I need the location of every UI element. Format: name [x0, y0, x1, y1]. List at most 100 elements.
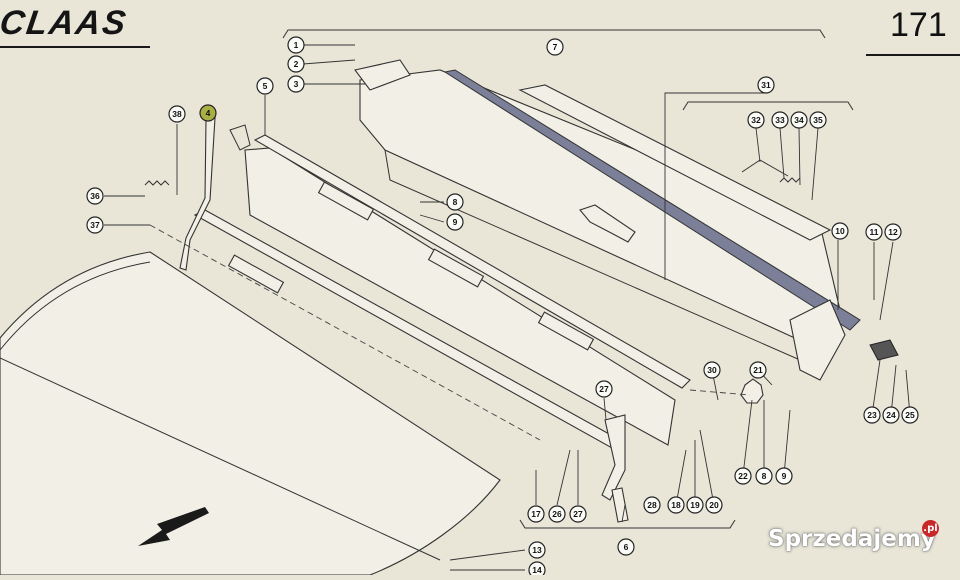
spring-33	[779, 177, 801, 183]
callout-label: 1	[294, 40, 299, 50]
callout-circle	[256, 77, 274, 95]
callout-circle	[528, 541, 546, 559]
callout-circle	[749, 361, 767, 379]
callout-circle	[667, 496, 685, 514]
callout-28: 28	[643, 496, 661, 514]
lever-27	[601, 414, 626, 501]
roller-3	[537, 311, 595, 351]
callout-label: 38	[172, 109, 182, 119]
callout-label: 33	[775, 115, 785, 125]
callout-25: 25	[901, 406, 919, 424]
callout-label: 5	[263, 81, 268, 91]
sprocket-22	[740, 378, 764, 404]
callout-18: 18	[667, 496, 685, 514]
pull-rod-4	[179, 117, 216, 271]
callout-35: 35	[809, 111, 827, 129]
callout-8: 8	[755, 467, 773, 485]
callout-label: 8	[453, 197, 458, 207]
callout-circle	[884, 223, 902, 241]
callout-label: 7	[553, 42, 558, 52]
callout-circle	[86, 216, 104, 234]
callout-label: 6	[624, 542, 629, 552]
axis-line-1	[149, 224, 541, 441]
callout-circle	[287, 75, 305, 93]
callout-label: 19	[690, 500, 700, 510]
callout-circle	[287, 36, 305, 54]
callout-9: 9	[446, 213, 464, 231]
callout-label: 10	[835, 226, 845, 236]
callout-circle	[287, 55, 305, 73]
callout-label: 2	[294, 59, 299, 69]
callout-label: 28	[647, 500, 657, 510]
callout-1: 1	[287, 36, 305, 54]
callout-11: 11	[865, 223, 883, 241]
callout-3: 3	[287, 75, 305, 93]
callout-label: 36	[90, 191, 100, 201]
callout-23: 23	[863, 406, 881, 424]
callout-2: 2	[287, 55, 305, 73]
callout-circle	[747, 111, 765, 129]
callout-circle	[199, 104, 217, 122]
callout-circle	[882, 406, 900, 424]
callout-label: 34	[794, 115, 804, 125]
callout-label: 14	[532, 565, 542, 575]
group-bracket-31	[682, 101, 854, 111]
bent-rod-32	[741, 159, 789, 177]
group-bracket-7	[282, 29, 826, 39]
callout-19: 19	[686, 496, 704, 514]
callout-label: 4	[206, 108, 211, 118]
spring-36	[144, 180, 170, 186]
callout-circle	[863, 406, 881, 424]
callout-5: 5	[256, 77, 274, 95]
callout-circle	[446, 213, 464, 231]
callout-12: 12	[884, 223, 902, 241]
callout-32: 32	[747, 111, 765, 129]
roller-4	[227, 254, 285, 294]
callout-label: 23	[867, 410, 877, 420]
clip-23	[869, 339, 899, 361]
watermark-badge: .pl	[922, 520, 939, 537]
callout-label: 24	[886, 410, 896, 420]
callout-27: 27	[569, 505, 587, 523]
callout-circle	[809, 111, 827, 129]
callout-label: 9	[453, 217, 458, 227]
callout-17: 17	[527, 505, 545, 523]
group-bracket-6	[519, 519, 736, 529]
callout-label: 8	[762, 471, 767, 481]
callout-circle	[831, 222, 849, 240]
shaft-upper	[253, 134, 691, 389]
callout-21: 21	[749, 361, 767, 379]
callout-circle	[703, 361, 721, 379]
callout-circle	[705, 496, 723, 514]
watermark-text: Sprzedajemy	[768, 526, 936, 552]
callout-36: 36	[86, 187, 104, 205]
callout-label: 26	[552, 509, 562, 519]
callout-circle	[86, 187, 104, 205]
callout-label: 20	[709, 500, 719, 510]
side-bracket	[789, 299, 846, 381]
axis-line-2	[689, 389, 751, 396]
callout-circle	[446, 193, 464, 211]
callout-circle	[546, 38, 564, 56]
callout-label: 11	[870, 227, 879, 237]
callout-circle	[771, 111, 789, 129]
page-number: 171	[890, 6, 947, 44]
callout-circle	[755, 467, 773, 485]
callout-label: 37	[90, 220, 100, 230]
callout-24: 24	[882, 406, 900, 424]
callout-label: 27	[573, 509, 583, 519]
callout-label: 35	[813, 115, 823, 125]
callout-circle	[686, 496, 704, 514]
callout-14: 14	[528, 561, 546, 579]
callout-circle	[865, 223, 883, 241]
link-28	[611, 487, 629, 523]
callout-circle	[775, 467, 793, 485]
callout-20: 20	[705, 496, 723, 514]
callout-circle	[569, 505, 587, 523]
callout-circle	[901, 406, 919, 424]
callout-circle	[168, 105, 186, 123]
top-cover	[518, 84, 832, 241]
callout-circle	[548, 505, 566, 523]
